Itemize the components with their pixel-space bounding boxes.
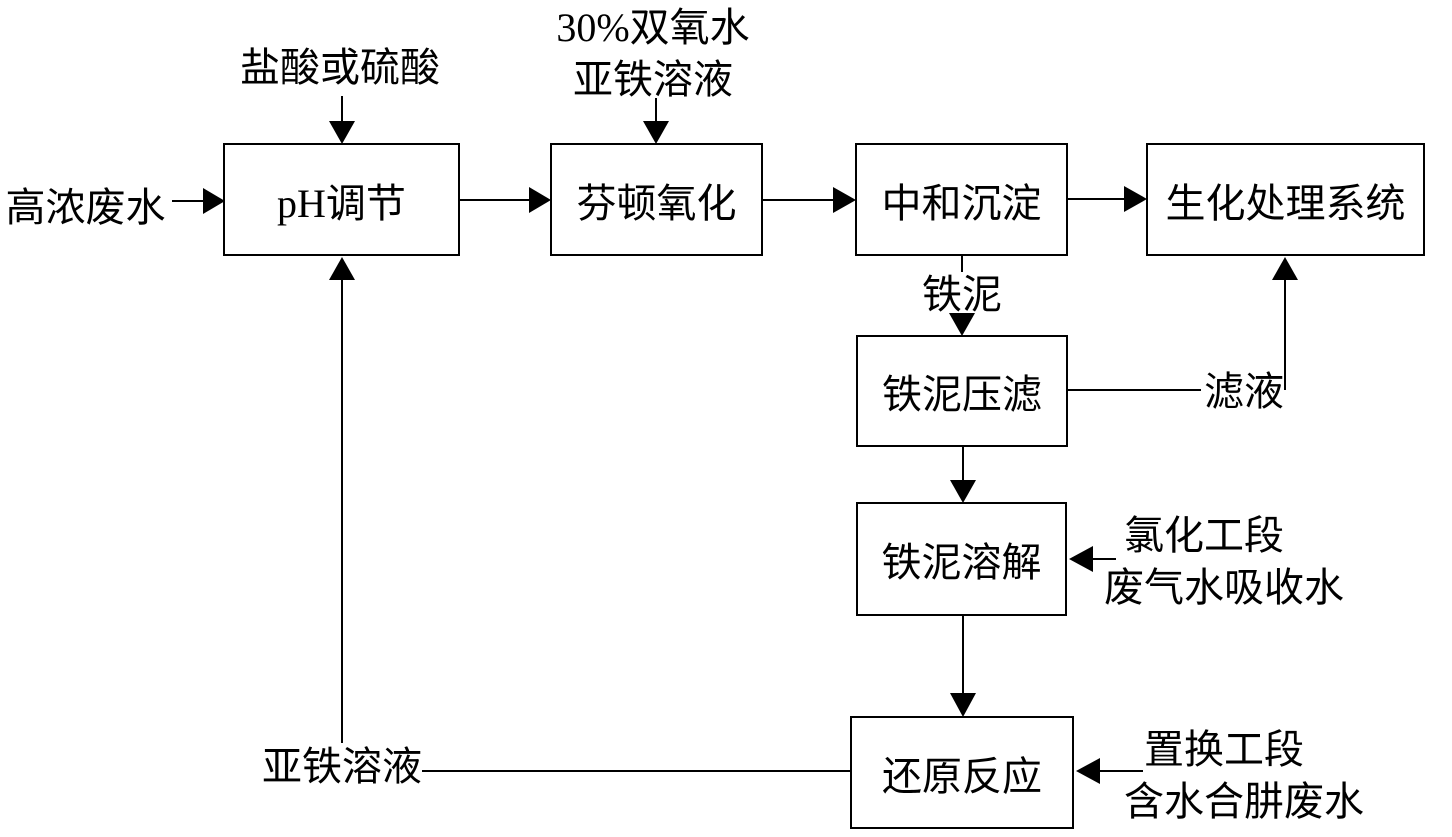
arrow-filter-press-to-dissolution xyxy=(950,447,976,503)
label-replacement-wastewater: 置换工段 含水合肼废水 xyxy=(1124,724,1364,828)
node-sludge-filter-press-label: 铁泥压滤 xyxy=(882,372,1042,417)
node-ph-adjust-label: pH调节 xyxy=(277,180,406,226)
arrow-ph-adjust-to-fenton xyxy=(460,187,551,213)
label-chlorination-water: 氯化工段 废气水吸收水 xyxy=(1104,510,1344,614)
arrow-acid-to-ph-adjust xyxy=(329,96,355,144)
label-peroxide-line1: 30%双氧水 xyxy=(556,5,750,50)
node-sludge-dissolution: 铁泥溶解 xyxy=(856,502,1067,616)
node-biochemical-system-label: 生化处理系统 xyxy=(1165,180,1406,226)
arrow-filtrate-to-biochemical xyxy=(1272,257,1298,390)
label-peroxide-line2: 亚铁溶液 xyxy=(573,57,733,102)
arrow-neutralization-to-filter-press xyxy=(949,256,975,336)
node-fenton-oxidation-label: 芬顿氧化 xyxy=(576,180,737,226)
node-biochemical-system: 生化处理系统 xyxy=(1146,143,1425,256)
arrow-neutralization-to-biochemical xyxy=(1068,186,1147,212)
label-chlorination-line1: 氯化工段 xyxy=(1124,513,1284,558)
label-replacement-line1: 置换工段 xyxy=(1144,727,1304,772)
label-acid-input: 盐酸或硫酸 xyxy=(240,45,440,90)
node-reduction-reaction: 还原反应 xyxy=(850,716,1074,829)
label-influent: 高浓废水 xyxy=(5,185,166,230)
node-fenton-oxidation: 芬顿氧化 xyxy=(550,143,763,256)
arrow-replacement-to-reduction xyxy=(1076,758,1143,784)
arrow-fenton-to-neutralization xyxy=(763,187,856,213)
label-chlorination-line2: 废气水吸收水 xyxy=(1104,565,1344,610)
arrow-influent-to-ph-adjust xyxy=(172,188,225,214)
arrow-dissolution-to-reduction xyxy=(950,616,976,717)
label-iron-sludge: 铁泥 xyxy=(922,272,1002,317)
label-replacement-line2: 含水合肼废水 xyxy=(1124,779,1364,824)
node-sludge-dissolution-label: 铁泥溶解 xyxy=(881,540,1042,585)
label-peroxide-ferrous-input: 30%双氧水 亚铁溶液 xyxy=(545,2,761,106)
arrow-peroxide-to-fenton xyxy=(643,98,669,144)
node-sludge-filter-press: 铁泥压滤 xyxy=(856,335,1068,447)
arrow-ferrous-solution-to-ph-adjust xyxy=(329,257,355,743)
arrow-chlorination-to-dissolution xyxy=(1069,546,1116,572)
label-filtrate: 滤液 xyxy=(1204,369,1284,414)
node-neutralization-label: 中和沉淀 xyxy=(881,180,1042,226)
label-ferrous-solution-return: 亚铁溶液 xyxy=(262,744,422,789)
node-reduction-reaction-label: 还原反应 xyxy=(882,753,1042,799)
node-neutralization: 中和沉淀 xyxy=(855,143,1068,256)
node-ph-adjust: pH调节 xyxy=(223,143,460,256)
